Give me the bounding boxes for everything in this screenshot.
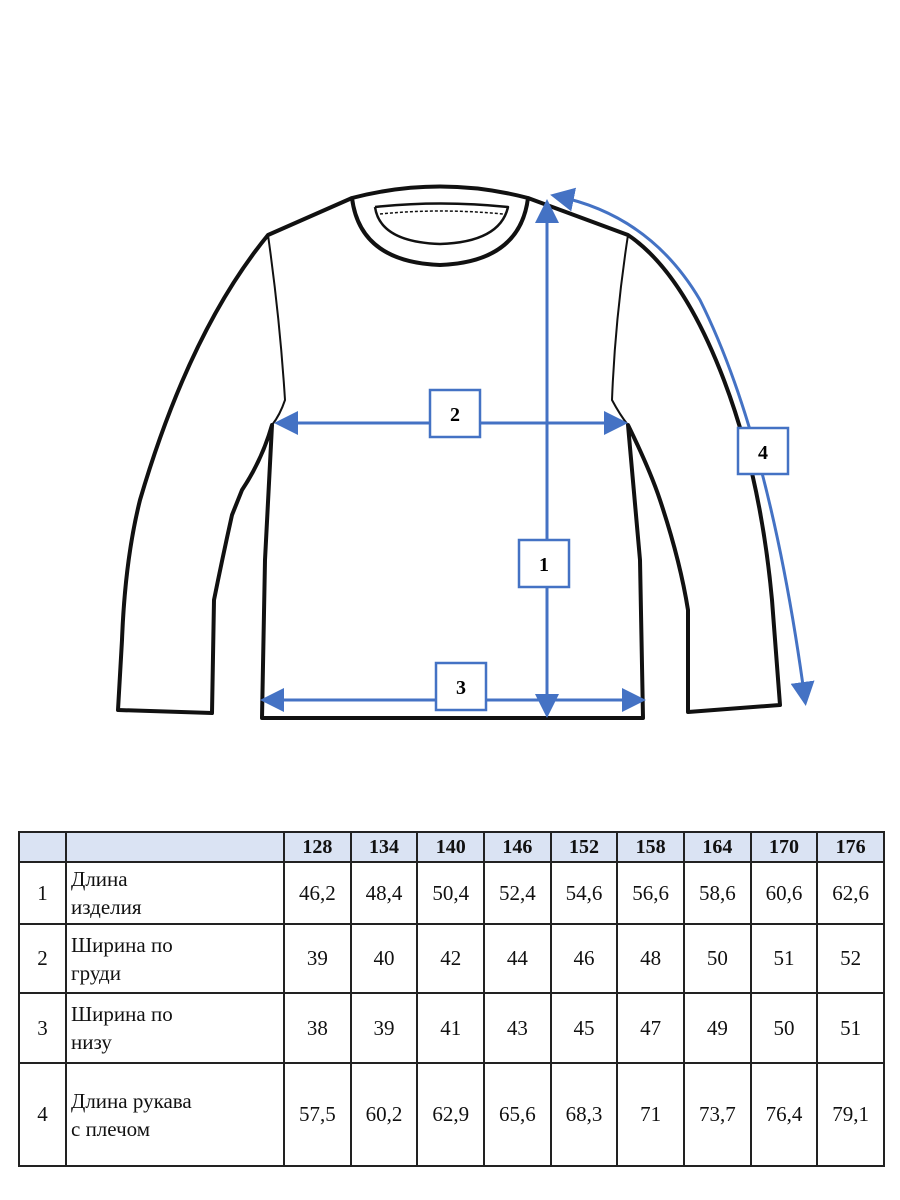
value-cell: 41: [416, 992, 486, 1064]
value-cell: 71: [616, 1062, 685, 1167]
value-cell: 52,4: [483, 861, 552, 925]
row-number: 3: [18, 992, 67, 1064]
value-cell: 44: [483, 923, 552, 994]
measurement-name: Длина изделия: [64, 861, 286, 925]
value-cell: 46: [549, 923, 619, 994]
value-cell: 50: [749, 992, 819, 1064]
value-cell: 62,6: [816, 861, 885, 925]
size-header: 128: [283, 831, 352, 863]
svg-text:2: 2: [450, 404, 460, 426]
size-header: 158: [616, 831, 685, 863]
value-cell: 73,7: [682, 1062, 752, 1167]
value-cell: 60,2: [349, 1062, 419, 1167]
name-line-1: Длина рукава: [71, 1088, 192, 1113]
value-cell: 79,1: [816, 1062, 885, 1167]
value-cell: 60,6: [749, 861, 819, 925]
svg-text:4: 4: [758, 442, 768, 464]
value-cell: 58,6: [682, 861, 752, 925]
value-cell: 46,2: [283, 861, 352, 925]
value-cell: 38: [283, 992, 352, 1064]
label-box-2: 2: [428, 388, 482, 439]
value-cell: 39: [283, 923, 352, 994]
size-header: 140: [416, 831, 486, 863]
value-cell: 54,6: [549, 861, 619, 925]
row-number: 2: [18, 923, 67, 994]
value-cell: 45: [549, 992, 619, 1064]
size-header: 146: [483, 831, 552, 863]
sweater-measurement-diagram: 2 1 3 4: [116, 184, 815, 720]
value-cell: 62,9: [416, 1062, 486, 1167]
value-cell: 76,4: [749, 1062, 819, 1167]
label-box-3: 3: [434, 661, 488, 712]
value-cell: 43: [483, 992, 552, 1064]
measurement-arrows: [260, 187, 815, 718]
name-line-2: низу: [71, 1030, 112, 1054]
value-cell: 39: [349, 992, 419, 1064]
header-blank: [18, 831, 67, 863]
value-cell: 56,6: [616, 861, 685, 925]
value-cell: 65,6: [483, 1062, 552, 1167]
value-cell: 48: [616, 923, 685, 994]
value-cell: 48,4: [349, 861, 419, 925]
name-line-1: Ширина по: [71, 1002, 173, 1026]
value-cell: 50,4: [416, 861, 486, 925]
svg-text:3: 3: [456, 677, 466, 699]
value-cell: 51: [749, 923, 819, 994]
measurement-name: Длина рукава с плечом: [64, 1062, 286, 1167]
size-header: 176: [816, 831, 885, 863]
value-cell: 47: [616, 992, 685, 1064]
value-cell: 40: [349, 923, 419, 994]
value-cell: 52: [816, 923, 885, 994]
arrow-sleeve-length: [550, 187, 815, 706]
measurement-name: Ширина по низу: [64, 992, 286, 1064]
value-cell: 49: [682, 992, 752, 1064]
measurement-name: Ширина по груди: [64, 923, 286, 994]
svg-text:1: 1: [539, 554, 549, 576]
size-header: 170: [749, 831, 819, 863]
name-line-1: Ширина по: [71, 932, 173, 957]
value-cell: 51: [816, 992, 885, 1064]
value-cell: 50: [682, 923, 752, 994]
row-number: 4: [18, 1062, 67, 1167]
sweater-outline: [116, 184, 782, 720]
size-header: 152: [549, 831, 619, 863]
header-blank: [64, 831, 286, 863]
label-box-1: 1: [517, 538, 571, 589]
name-line-2: с плечом: [71, 1116, 151, 1141]
size-header: 134: [349, 831, 419, 863]
size-header: 164: [682, 831, 752, 863]
name-line-1: Длина: [71, 867, 128, 891]
value-cell: 42: [416, 923, 486, 994]
name-line-2: изделия: [71, 895, 142, 919]
table-header-row: 128 134 140 146 152 158 164 170 176: [18, 831, 885, 863]
label-box-4: 4: [736, 426, 790, 476]
value-cell: 68,3: [549, 1062, 619, 1167]
row-number: 1: [18, 861, 67, 925]
value-cell: 57,5: [283, 1062, 352, 1167]
name-line-2: груди: [71, 960, 121, 985]
